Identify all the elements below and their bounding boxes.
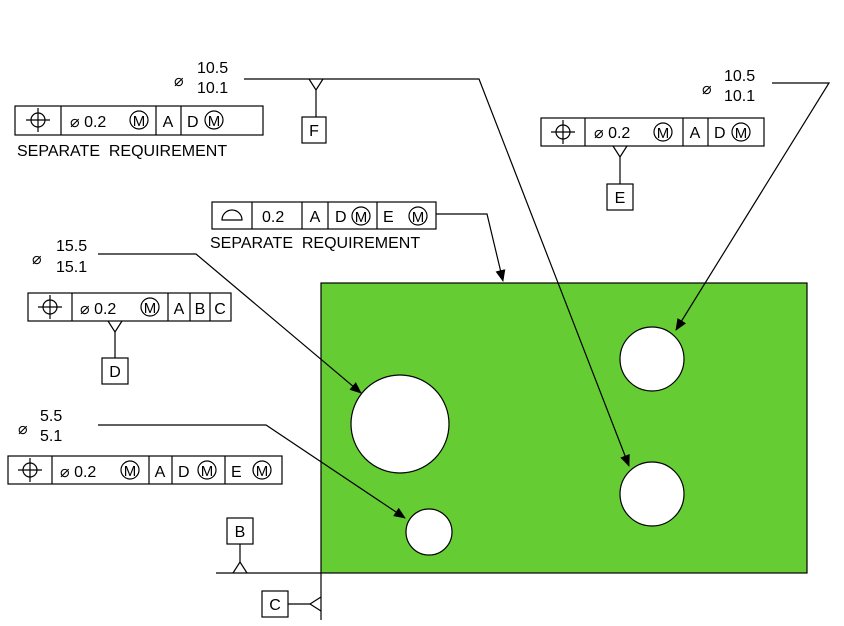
mmc-icon bbox=[351, 206, 371, 226]
position-icon bbox=[26, 108, 50, 132]
leader-left-large bbox=[98, 253, 362, 394]
position-icon bbox=[38, 295, 62, 319]
callout-left-large-lower: 15.1 bbox=[56, 259, 87, 276]
fcf4-mod: M bbox=[144, 300, 157, 317]
fcf2-datum-2: D bbox=[714, 125, 726, 142]
fcf2-mod: M bbox=[657, 125, 670, 142]
fcf5-mod: M bbox=[124, 463, 137, 480]
feature-control-frame-5: ⌀ 0.2 M A D M E M bbox=[7, 455, 283, 485]
callout-left-small-upper: 5.5 bbox=[40, 408, 62, 425]
datum-e-label: E bbox=[615, 190, 626, 207]
diameter-symbol-left-large: ⌀ bbox=[32, 251, 42, 268]
feature-control-frame-4: ⌀ 0.2 M A B C bbox=[27, 292, 232, 322]
fcf2-datum-1: A bbox=[690, 125, 701, 142]
fcf1-mod: M bbox=[133, 113, 146, 130]
profile-of-surface-icon bbox=[221, 209, 243, 221]
diameter-symbol-right: ⌀ bbox=[702, 81, 712, 98]
leader-profile bbox=[436, 213, 506, 282]
mmc-icon bbox=[653, 122, 673, 142]
fcf1-tolerance: ⌀ 0.2 bbox=[70, 114, 106, 131]
datum-b-triangle bbox=[232, 560, 248, 574]
hole-small bbox=[405, 508, 453, 556]
fcf5-datum-1: A bbox=[155, 464, 166, 481]
fcf5-datum-2: D bbox=[178, 464, 190, 481]
datum-b-label: B bbox=[235, 524, 246, 541]
diameter-symbol-top: ⌀ bbox=[174, 73, 184, 90]
datum-c-label: C bbox=[269, 597, 281, 614]
mmc-icon bbox=[408, 206, 428, 226]
diameter-symbol-left-small: ⌀ bbox=[18, 421, 28, 438]
fcf1-datum-1: A bbox=[163, 114, 174, 131]
hole-upper-right bbox=[619, 326, 685, 392]
mmc-icon bbox=[731, 122, 751, 142]
mmc-icon bbox=[252, 460, 272, 480]
leader-left-small bbox=[98, 424, 406, 519]
datum-d-label: D bbox=[109, 364, 121, 381]
mmc-icon bbox=[197, 460, 217, 480]
feature-control-frame-1: ⌀ 0.2 M A D M bbox=[14, 105, 264, 136]
callout-left-small-lower: 5.1 bbox=[40, 428, 62, 445]
hole-lower-right bbox=[619, 461, 685, 527]
fcf3-tolerance: 0.2 bbox=[262, 209, 284, 226]
fcf3-datum-1: A bbox=[310, 209, 321, 226]
hole-large bbox=[350, 374, 450, 474]
datum-d-box bbox=[101, 357, 129, 385]
fcf5-datum-2-mod: M bbox=[201, 463, 214, 480]
fcf3-datum-3-mod: M bbox=[412, 209, 425, 226]
leader-right bbox=[675, 82, 831, 331]
fcf4-tolerance: ⌀ 0.2 bbox=[80, 301, 116, 318]
datum-f-label: F bbox=[309, 123, 319, 140]
position-icon bbox=[18, 458, 42, 482]
datum-f-triangle bbox=[308, 78, 324, 92]
datum-e-box bbox=[606, 183, 634, 211]
mmc-icon bbox=[129, 110, 149, 130]
fcf2-datum-2-mod: M bbox=[735, 125, 748, 142]
fcf2-tolerance: ⌀ 0.2 bbox=[594, 125, 630, 142]
mmc-icon bbox=[204, 110, 224, 130]
fcf5-datum-3: E bbox=[231, 464, 242, 481]
datum-c-triangle bbox=[308, 596, 322, 612]
fcf3-datum-2-mod: M bbox=[355, 209, 368, 226]
fcf3-datum-2: D bbox=[335, 209, 347, 226]
callout-top-lower: 10.1 bbox=[197, 80, 228, 97]
mmc-icon bbox=[140, 297, 160, 317]
fcf4-datum-3: C bbox=[214, 301, 226, 318]
datum-e-triangle bbox=[612, 145, 628, 159]
fcf4-datum-2: B bbox=[195, 301, 206, 318]
datum-d-triangle bbox=[107, 320, 123, 334]
fcf4-datum-1: A bbox=[174, 301, 185, 318]
fcf1-datum-2: D bbox=[187, 114, 199, 131]
callout-left-large-upper: 15.5 bbox=[56, 238, 87, 255]
fcf3-note: SEPARATE REQUIREMENT bbox=[210, 235, 420, 252]
fcf3-datum-3: E bbox=[383, 209, 394, 226]
mmc-icon bbox=[120, 460, 140, 480]
datum-b-box bbox=[226, 517, 254, 545]
position-icon bbox=[551, 120, 575, 144]
callout-top-upper: 10.5 bbox=[197, 60, 228, 77]
fcf5-tolerance: ⌀ 0.2 bbox=[60, 464, 96, 481]
callout-right-upper: 10.5 bbox=[724, 68, 755, 85]
fcf5-datum-3-mod: M bbox=[256, 463, 269, 480]
datum-f-box bbox=[301, 116, 327, 144]
feature-control-frame-3: 0.2 A D M E M bbox=[211, 201, 437, 230]
fcf1-datum-2-mod: M bbox=[208, 113, 221, 130]
fcf1-note: SEPARATE REQUIREMENT bbox=[17, 143, 227, 160]
feature-control-frame-2: ⌀ 0.2 M A D M bbox=[540, 117, 765, 147]
callout-right-lower: 10.1 bbox=[724, 88, 755, 105]
